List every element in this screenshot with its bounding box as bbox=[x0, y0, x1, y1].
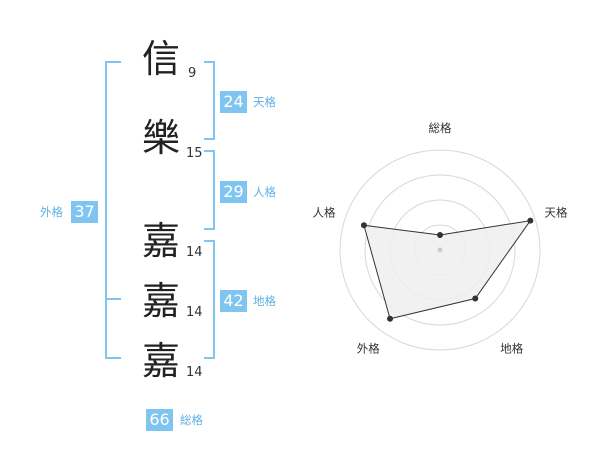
tenkaku-label: 天格 bbox=[253, 95, 276, 109]
radar-point-3 bbox=[472, 295, 479, 302]
name-char-2: 樂 bbox=[142, 116, 181, 160]
gaikaku-label: 外格 bbox=[40, 205, 63, 219]
radar-point-4 bbox=[387, 315, 394, 322]
radar-point-2 bbox=[527, 217, 534, 224]
radar-point-5 bbox=[360, 222, 367, 229]
stroke-count-5: 14 bbox=[186, 365, 203, 380]
jinkaku-value: 29 bbox=[220, 181, 247, 203]
radar-point-1 bbox=[437, 232, 443, 238]
stroke-count-2: 15 bbox=[186, 146, 203, 161]
soukaku-label: 総格 bbox=[180, 413, 203, 427]
tenkaku-value: 24 bbox=[220, 91, 247, 113]
radar-axis-label-5: 人格 bbox=[312, 205, 335, 219]
radar-axis-label-2: 天格 bbox=[545, 205, 568, 219]
radar-axis-label-1: 総格 bbox=[429, 121, 452, 135]
radar-ring-4 bbox=[339, 149, 541, 351]
jinkaku-label: 人格 bbox=[253, 185, 276, 199]
radar-center-dot bbox=[437, 247, 443, 253]
gaikaku-value: 37 bbox=[71, 201, 98, 223]
name-char-3: 嘉 bbox=[142, 219, 181, 263]
radar-axis-label-3: 地格 bbox=[500, 342, 523, 356]
name-char-4: 嘉 bbox=[142, 279, 181, 323]
stroke-count-3: 14 bbox=[186, 245, 203, 260]
radar-axis-label-4: 外格 bbox=[357, 342, 380, 356]
stroke-count-4: 14 bbox=[186, 305, 203, 320]
stroke-count-1: 9 bbox=[188, 66, 197, 81]
soukaku-value: 66 bbox=[146, 409, 173, 431]
chikaku-label: 地格 bbox=[253, 294, 276, 308]
radar-area bbox=[363, 219, 532, 320]
name-char-1: 信 bbox=[142, 37, 181, 81]
radar-ring-3 bbox=[364, 174, 516, 326]
name-char-5: 嘉 bbox=[142, 339, 181, 383]
chikaku-value: 42 bbox=[220, 290, 247, 312]
